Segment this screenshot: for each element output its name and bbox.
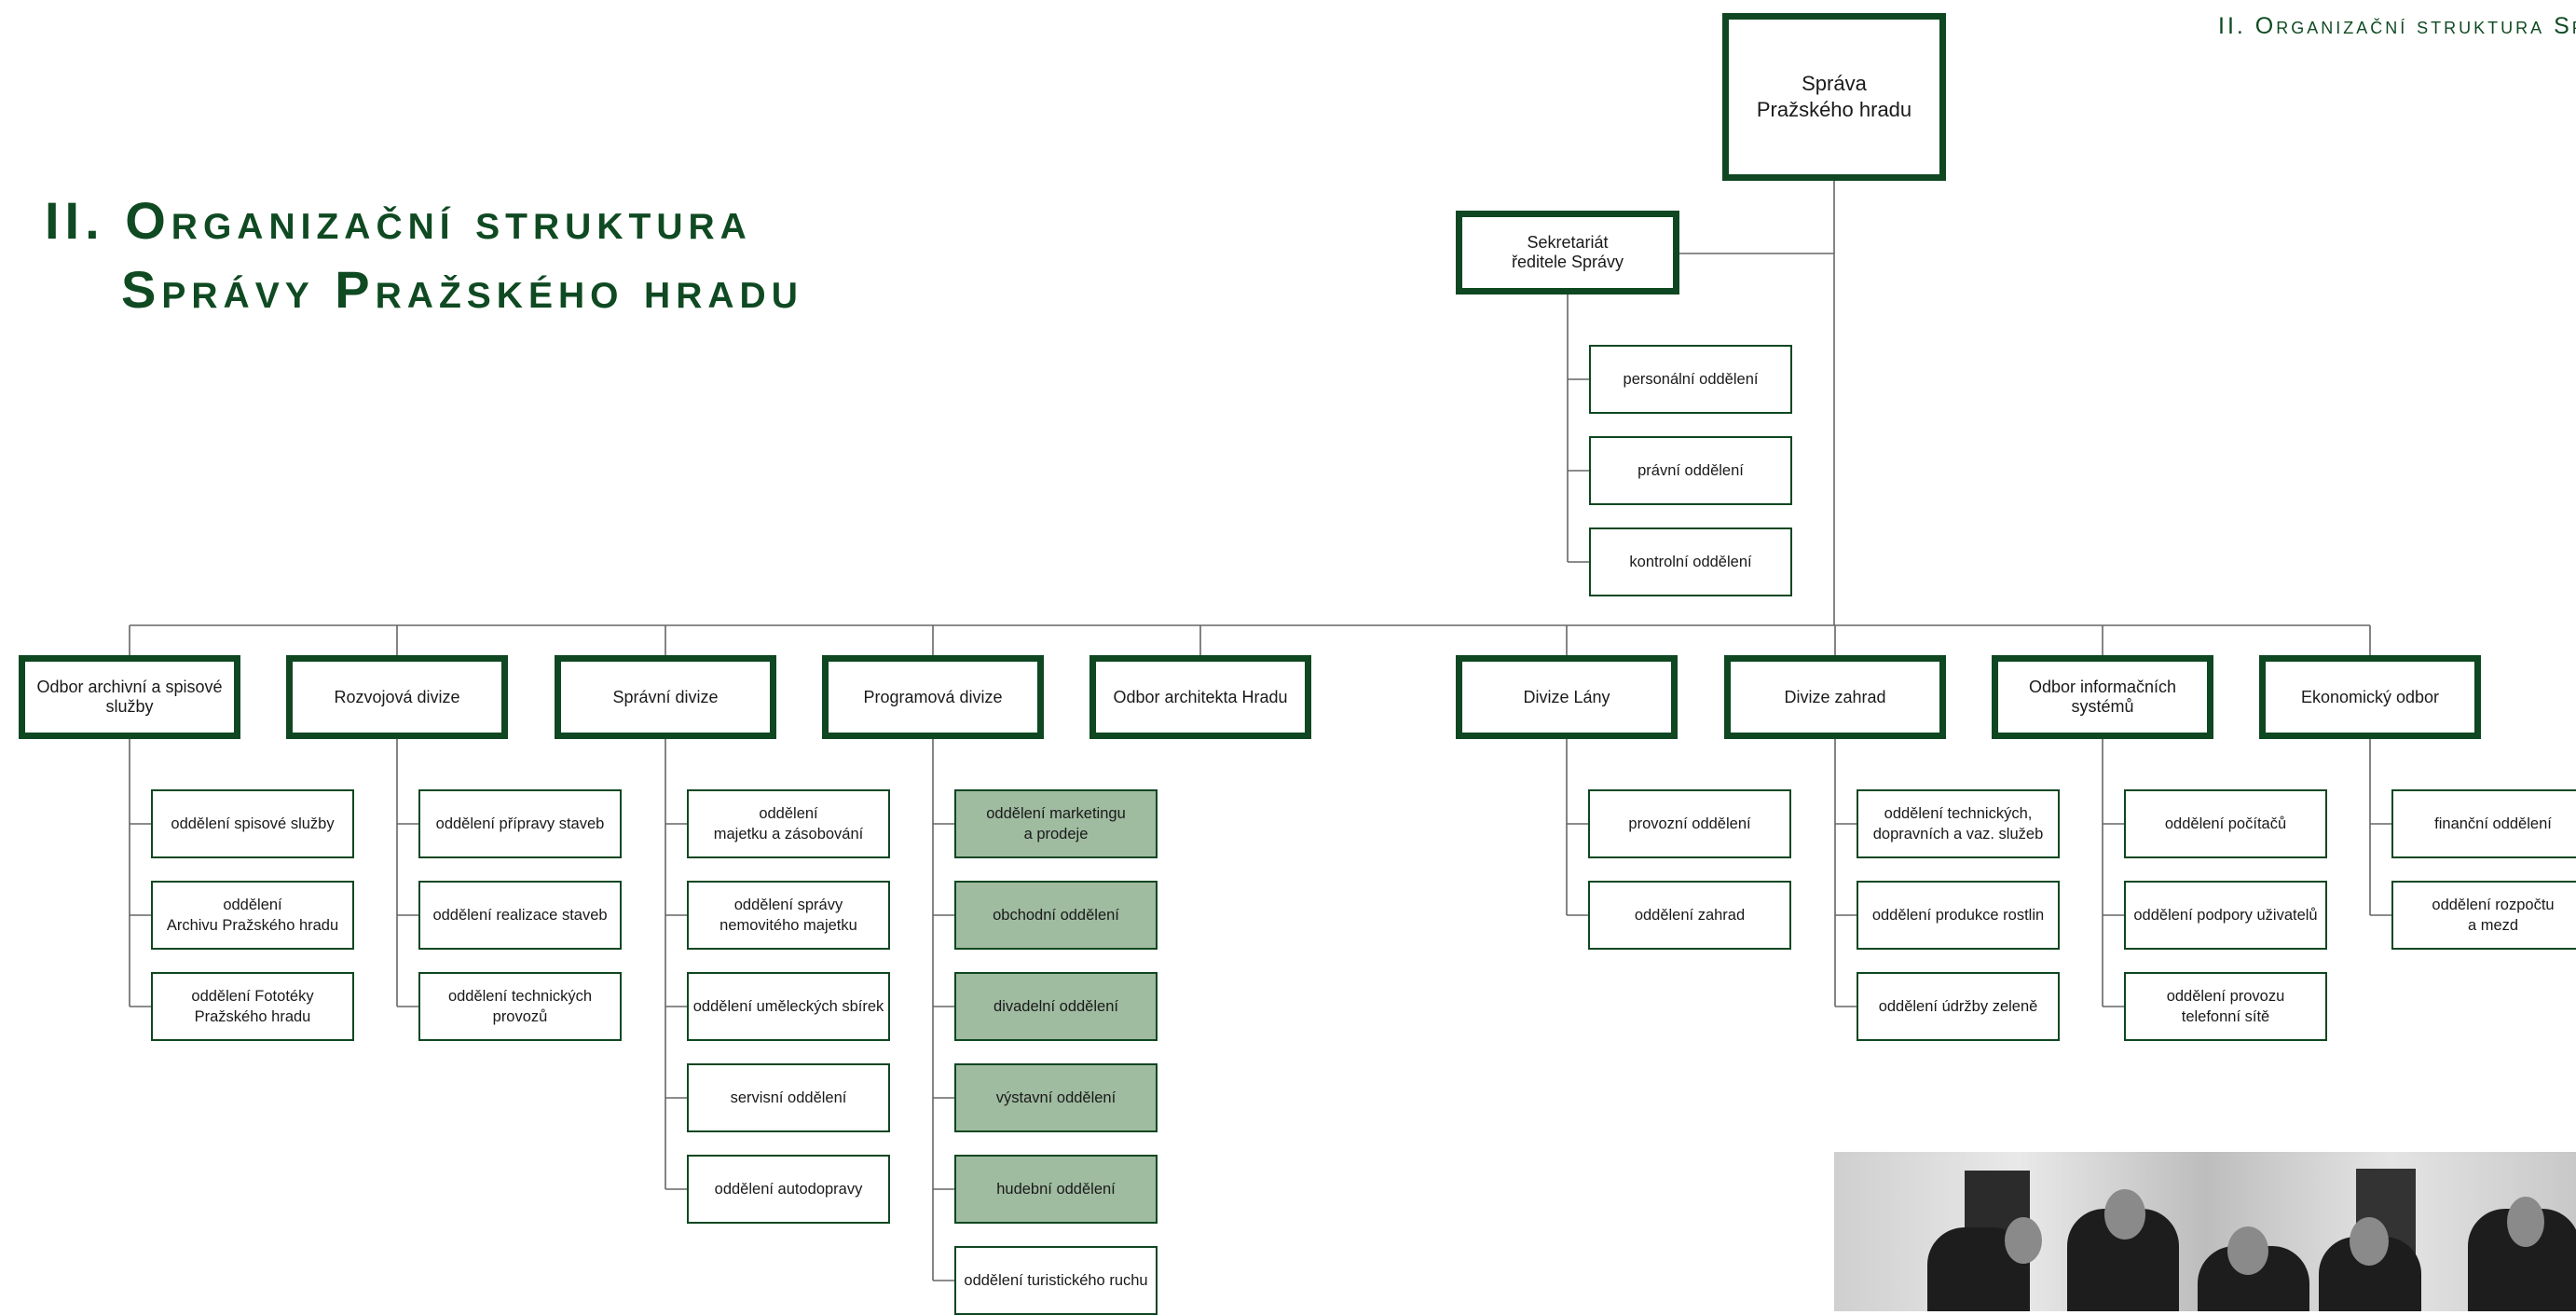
department-box: oddělení majetku a zásobování: [687, 789, 890, 858]
division-box: Odbor archivní a spisové služby: [19, 655, 240, 739]
division-box: Ekonomický odbor: [2259, 655, 2481, 739]
department-box: oddělení údržby zeleně: [1857, 972, 2060, 1041]
department-box: oddělení počítačů: [2124, 789, 2327, 858]
title-line-1: II. Organizační struktura: [45, 191, 752, 250]
secretariat-dept-box: kontrolní oddělení: [1589, 527, 1792, 596]
division-box: Divize Lány: [1456, 655, 1678, 739]
department-box: oddělení technických provozů: [418, 972, 622, 1041]
department-box: divadelní oddělení: [954, 972, 1158, 1041]
division-box: Programová divize: [822, 655, 1044, 739]
division-box: Odbor architekta Hradu: [1089, 655, 1311, 739]
secretariat-box: Sekretariát ředitele Správy: [1456, 211, 1679, 295]
division-box: Odbor informačních systémů: [1992, 655, 2213, 739]
photo-person: [2350, 1217, 2389, 1266]
department-box: oddělení správy nemovitého majetku: [687, 881, 890, 950]
department-box: oddělení zahrad: [1588, 881, 1791, 950]
department-box: oddělení technických, dopravních a vaz. …: [1857, 789, 2060, 858]
department-box: oddělení Fototéky Pražského hradu: [151, 972, 354, 1041]
department-box: výstavní oddělení: [954, 1063, 1158, 1132]
department-box: oddělení uměleckých sbírek: [687, 972, 890, 1041]
department-box: oddělení marketingu a prodeje: [954, 789, 1158, 858]
title-line-2: Správy Pražského hradu: [121, 260, 803, 319]
division-box: Správní divize: [555, 655, 776, 739]
department-box: obchodní oddělení: [954, 881, 1158, 950]
department-box: servisní oddělení: [687, 1063, 890, 1132]
secretariat-dept-box: personální oddělení: [1589, 345, 1792, 414]
photo-person: [2104, 1189, 2145, 1240]
department-box: oddělení Archivu Pražského hradu: [151, 881, 354, 950]
department-box: finanční oddělení: [2391, 789, 2576, 858]
group-photo: [1834, 1152, 2576, 1311]
department-box: oddělení produkce rostlin: [1857, 881, 2060, 950]
department-box: provozní oddělení: [1588, 789, 1791, 858]
department-box: oddělení podpory uživatelů: [2124, 881, 2327, 950]
department-box: oddělení turistického ruchu: [954, 1246, 1158, 1315]
photo-person: [2227, 1226, 2268, 1275]
department-box: oddělení autodopravy: [687, 1155, 890, 1224]
division-box: Divize zahrad: [1724, 655, 1946, 739]
department-box: oddělení rozpočtu a mezd: [2391, 881, 2576, 950]
department-box: hudební oddělení: [954, 1155, 1158, 1224]
department-box: oddělení realizace staveb: [418, 881, 622, 950]
photo-person: [2507, 1197, 2544, 1247]
department-box: oddělení provozu telefonní sítě: [2124, 972, 2327, 1041]
photo-person: [2005, 1217, 2042, 1264]
department-box: oddělení přípravy staveb: [418, 789, 622, 858]
department-box: oddělení spisové služby: [151, 789, 354, 858]
division-box: Rozvojová divize: [286, 655, 508, 739]
page-title: II. Organizační struktura Správy Pražské…: [45, 186, 803, 324]
running-header: II. Organizační struktura Správy Pr: [2218, 13, 2576, 39]
root-box: Správa Pražského hradu: [1722, 13, 1946, 181]
secretariat-dept-box: právní oddělení: [1589, 436, 1792, 505]
